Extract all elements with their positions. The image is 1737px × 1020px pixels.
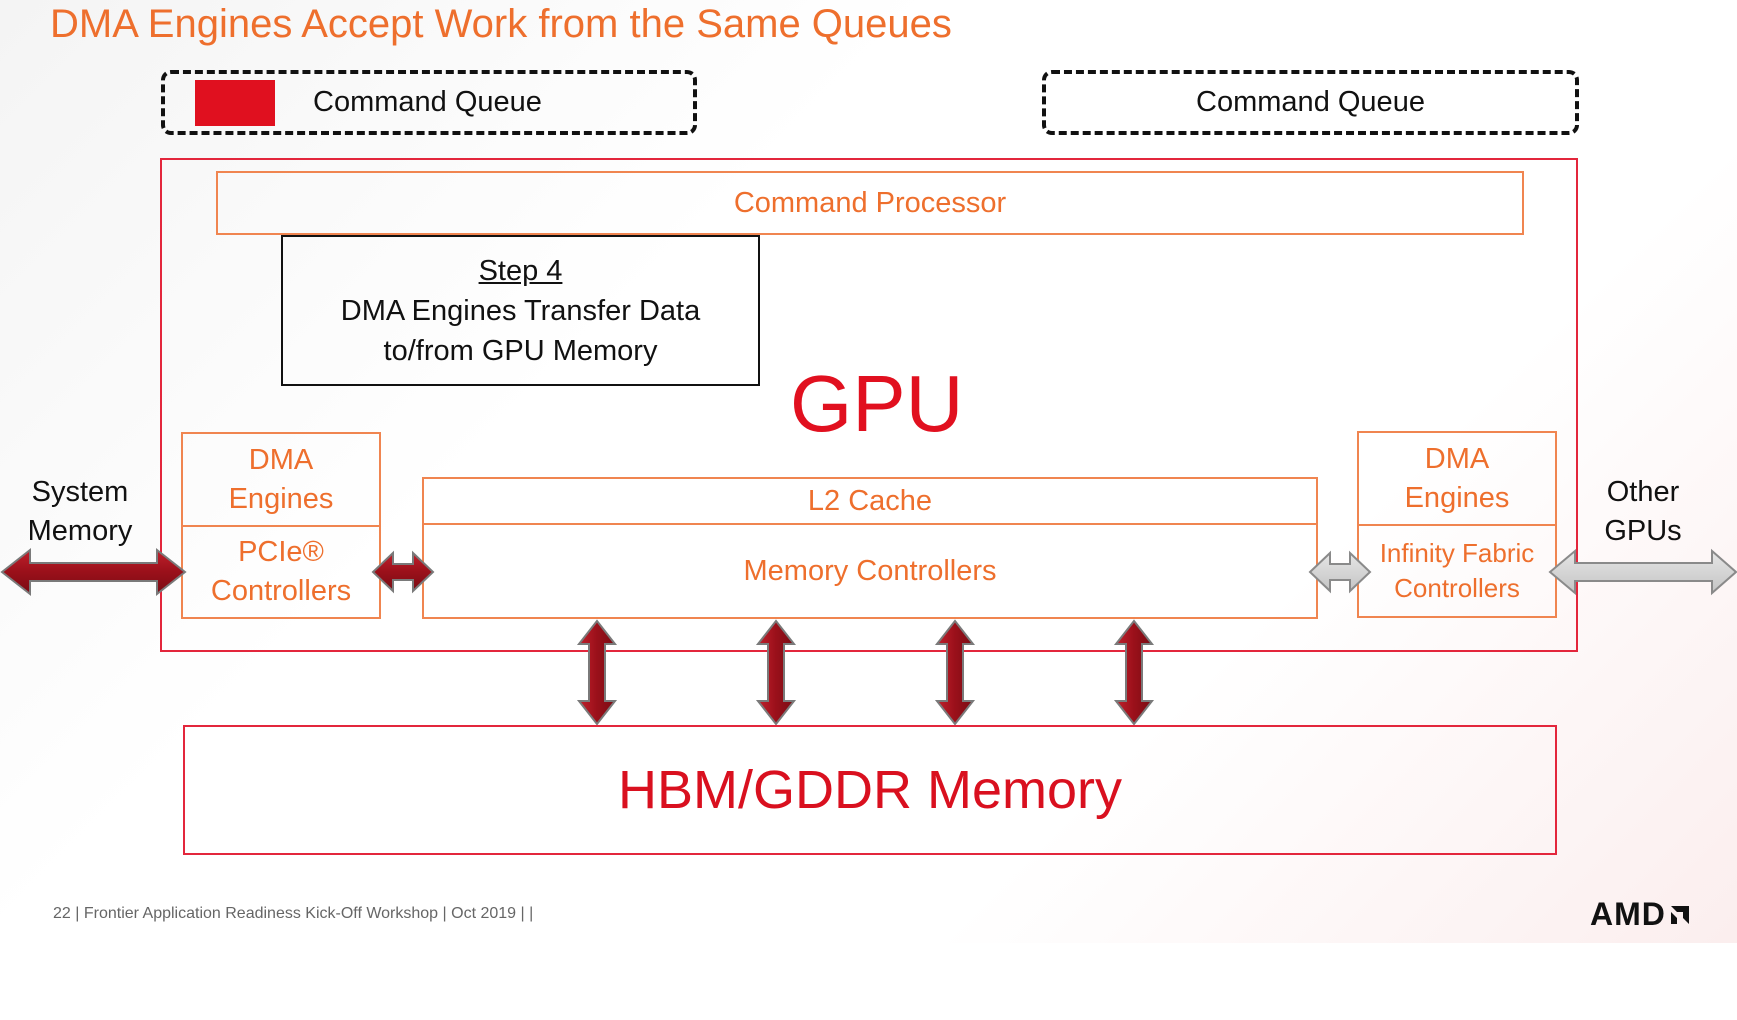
infinity-fabric-line-2: Controllers	[1394, 573, 1520, 603]
pcie-to-memory-controllers-arrow	[371, 550, 435, 594]
step-line-2: to/from GPU Memory	[383, 334, 658, 367]
command-queue-left: Command Queue	[161, 70, 697, 135]
pcie-line-2: Controllers	[210, 575, 352, 607]
amd-logo: AMD	[1590, 896, 1691, 933]
command-queue-right: Command Queue	[1042, 70, 1579, 135]
system-memory-line-2: Memory	[27, 515, 133, 547]
right-dma-line-2: Engines	[1404, 481, 1510, 514]
fabric-to-memory-controllers-arrow	[1308, 550, 1372, 594]
system-memory-label: System Memory	[14, 473, 146, 551]
infinity-fabric-controllers-box: Infinity Fabric Controllers	[1357, 524, 1557, 618]
hbm-gddr-memory-label: HBM/GDDR Memory	[617, 760, 1122, 820]
arrows-layer	[0, 547, 1737, 726]
slide-background	[0, 0, 1737, 943]
infinity-fabric-line-1: Infinity Fabric	[1379, 538, 1535, 568]
l2-cache-label: L2 Cache	[807, 484, 933, 517]
command-queue-right-label: Command Queue	[1196, 86, 1425, 118]
step-heading: Step 4	[478, 254, 563, 287]
right-dma-line-1: DMA	[1424, 442, 1490, 475]
slide-footer: 22 | Frontier Application Readiness Kick…	[53, 905, 534, 922]
memory-channel-arrow	[755, 619, 797, 726]
red-legend-swatch	[195, 80, 275, 126]
pcie-line-1: PCIe®	[238, 536, 324, 568]
memory-controllers-label: Memory Controllers	[743, 554, 997, 587]
memory-channel-arrow	[576, 619, 618, 726]
step-line-1: DMA Engines Transfer Data	[340, 294, 701, 327]
other-gpus-line-1: Other	[1606, 476, 1680, 508]
amd-arrow-icon	[1669, 897, 1691, 924]
gpu-label: GPU	[790, 359, 964, 448]
hbm-gddr-memory-box: HBM/GDDR Memory	[183, 725, 1557, 855]
memory-channel-arrow	[1113, 619, 1155, 726]
command-processor-box: Command Processor	[216, 171, 1524, 235]
amd-logo-text: AMD	[1590, 896, 1666, 932]
command-processor-label: Command Processor	[733, 186, 1007, 219]
other-gpus-arrow	[1548, 548, 1737, 596]
left-dma-line-1: DMA	[248, 443, 314, 476]
command-queue-left-label: Command Queue	[313, 86, 542, 118]
memory-channel-arrow	[934, 619, 976, 726]
system-memory-arrow	[0, 547, 187, 597]
other-gpus-line-2: GPUs	[1604, 515, 1682, 547]
other-gpus-label: Other GPUs	[1588, 473, 1698, 551]
right-dma-engines-box: DMA Engines	[1357, 431, 1557, 526]
gpu-block	[160, 158, 1578, 652]
slide-title: DMA Engines Accept Work from the Same Qu…	[50, 2, 952, 46]
step-4-callout: Step 4 DMA Engines Transfer Data to/from…	[281, 235, 760, 386]
left-dma-line-2: Engines	[228, 482, 334, 515]
system-memory-line-1: System	[31, 476, 129, 508]
